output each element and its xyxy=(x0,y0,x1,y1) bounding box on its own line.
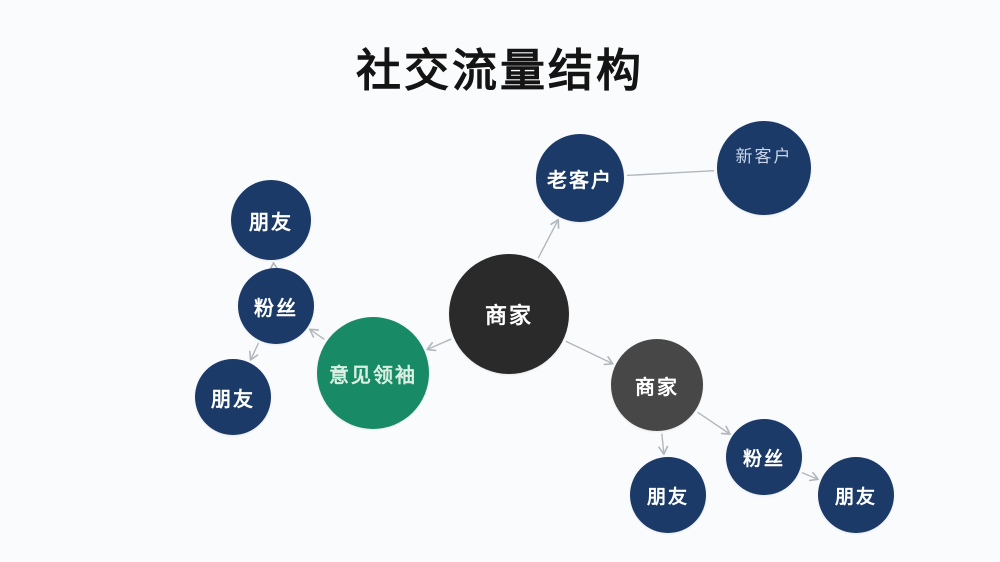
node-label: 粉丝 xyxy=(742,448,785,470)
node-merchant: 商家 xyxy=(449,254,569,374)
node-merchant-2: 商家 xyxy=(611,339,703,431)
edge-merchant--old-customer xyxy=(537,218,560,259)
node-friend-bottom-right: 朋友 xyxy=(818,457,894,533)
node-label: 朋友 xyxy=(249,211,293,234)
node-old-customer: 老客户 xyxy=(536,134,624,222)
node-friend-top-left: 朋友 xyxy=(231,180,311,260)
node-label: 老客户 xyxy=(547,169,613,192)
diagram-title: 社交流量结构 xyxy=(355,45,644,96)
node-fans-bottom: 粉丝 xyxy=(726,419,802,495)
node-fans-left: 粉丝 xyxy=(238,268,314,344)
node-label: 商家 xyxy=(484,303,533,328)
edge-merchant--merchant-2 xyxy=(565,340,614,366)
edge-opinion-leader--fans-left xyxy=(308,328,325,341)
edge-fans-left--friend-bottom-left xyxy=(249,342,260,361)
node-new-customer: 新客户 xyxy=(717,121,811,215)
edge-merchant-2--friend-bottom xyxy=(658,433,669,456)
edge-merchant-2--fans-bottom xyxy=(697,411,731,435)
node-label: 朋友 xyxy=(211,388,255,411)
node-label: 朋友 xyxy=(834,486,877,508)
edge-fans-bottom--friend-bottom-right xyxy=(801,471,819,482)
edge-merchant--opinion-leader xyxy=(426,338,452,352)
edge-old-customer--new-customer xyxy=(626,170,715,177)
node-friend-bottom: 朋友 xyxy=(630,457,706,533)
node-label: 新客户 xyxy=(735,146,793,166)
node-label: 朋友 xyxy=(646,486,689,508)
node-label: 商家 xyxy=(635,376,679,399)
node-friend-bottom-left: 朋友 xyxy=(195,359,271,435)
node-opinion-leader: 意见领袖 xyxy=(317,317,429,429)
node-label: 意见领袖 xyxy=(329,364,417,387)
node-label: 粉丝 xyxy=(254,297,298,320)
